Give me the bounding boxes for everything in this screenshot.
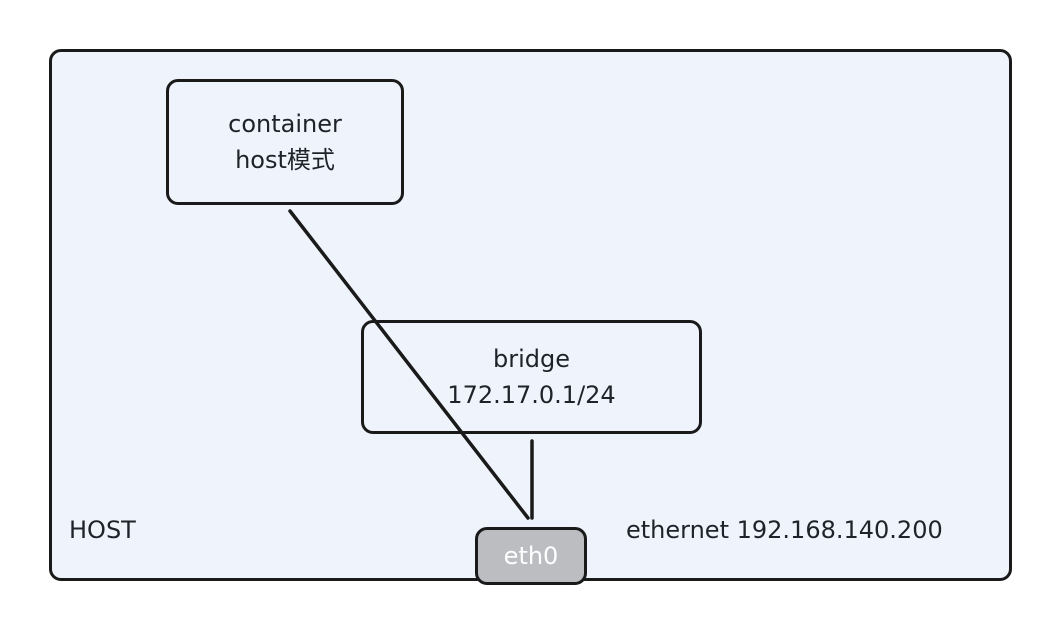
container-node-title: container: [228, 110, 342, 138]
eth0-label: eth0: [503, 542, 559, 570]
ethernet-label: ethernet 192.168.140.200: [626, 516, 943, 544]
bridge-node[interactable]: bridge 172.17.0.1/24: [361, 320, 702, 434]
bridge-node-ip: 172.17.0.1/24: [447, 381, 616, 409]
host-label: HOST: [69, 516, 136, 544]
bridge-node-title: bridge: [492, 345, 570, 373]
container-node[interactable]: container host模式: [166, 79, 404, 205]
container-node-mode: host模式: [235, 146, 335, 174]
eth0-node[interactable]: eth0: [475, 527, 587, 585]
